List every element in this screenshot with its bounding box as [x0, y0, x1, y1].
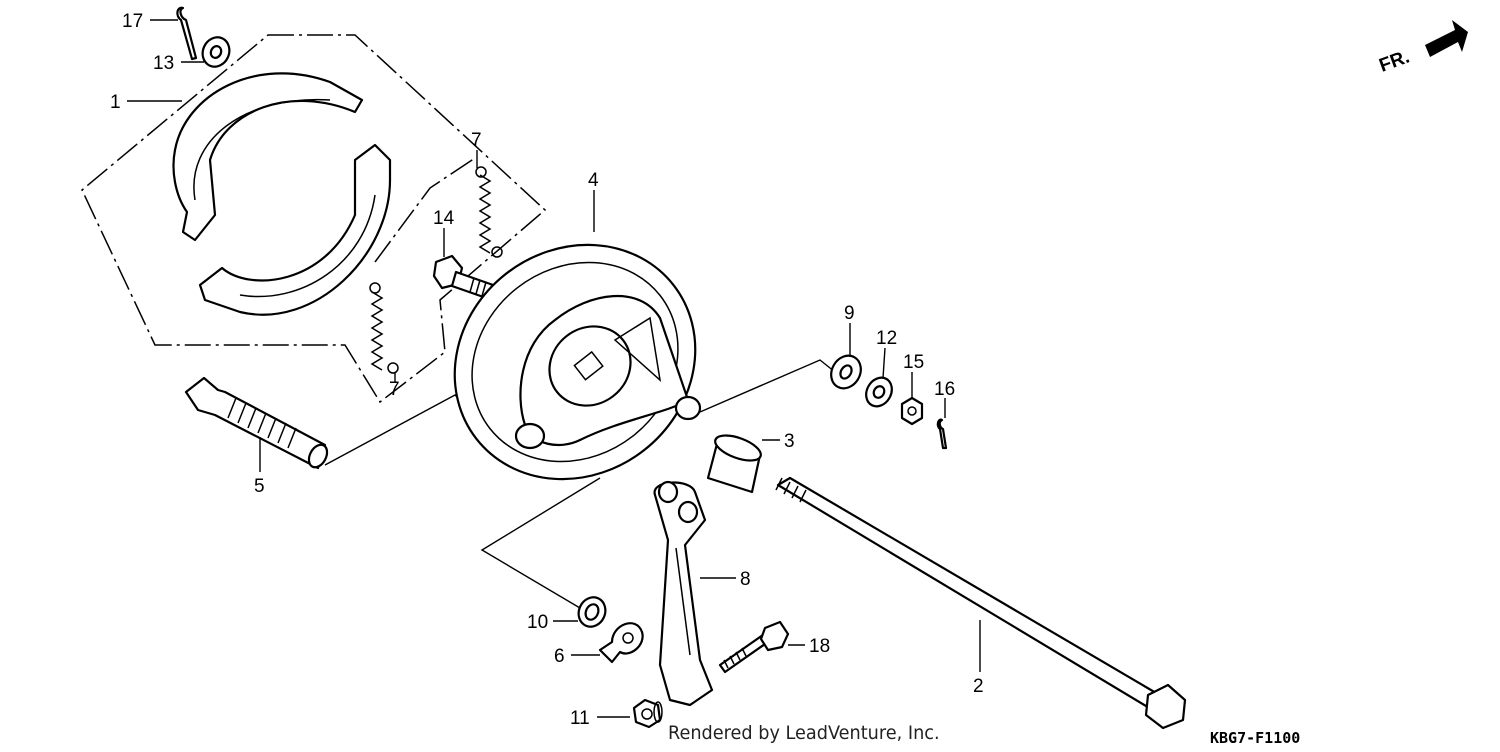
spring-7-lower — [369, 282, 399, 374]
diagram-code: KBG7-F1100 — [1210, 729, 1301, 747]
callout-18: 18 — [809, 636, 830, 657]
callout-13: 13 — [153, 53, 174, 74]
brake-shoes-1 — [172, 72, 392, 316]
cotter-pin-16 — [936, 418, 948, 450]
brake-panel-4 — [453, 243, 702, 481]
camshaft-connection-line — [324, 394, 471, 466]
callout-2: 2 — [973, 676, 984, 697]
callout-5: 5 — [254, 476, 265, 497]
bolt-18 — [718, 620, 790, 674]
callout-8: 8 — [740, 569, 751, 590]
collar-3 — [706, 434, 762, 494]
cotter-pin-17 — [176, 6, 198, 61]
brake-arm-8 — [653, 480, 714, 707]
watermark: Rendered by LeadVenture, Inc. — [668, 722, 940, 744]
callout-16: 16 — [934, 379, 955, 400]
front-arrow-label: FR. — [1377, 46, 1413, 76]
callout-15: 15 — [903, 352, 924, 373]
callout-10: 10 — [527, 612, 548, 633]
callout-12: 12 — [876, 328, 897, 349]
front-direction-arrow: FR. — [1377, 20, 1468, 77]
callout-3: 3 — [784, 431, 795, 452]
axle-2 — [775, 476, 1187, 730]
callout-leaders — [127, 19, 981, 718]
indicator-plate-6 — [598, 622, 644, 664]
washer-13 — [201, 36, 231, 68]
washer-9 — [830, 354, 862, 390]
callout-6: 6 — [554, 646, 565, 667]
washer-12 — [865, 376, 893, 408]
callout-9: 9 — [844, 303, 855, 324]
castle-nut-15 — [900, 396, 924, 426]
spring-7-upper — [475, 166, 503, 258]
callout-11: 11 — [570, 708, 590, 729]
callout-14: 14 — [433, 208, 455, 229]
plate-to-washer10-line — [480, 477, 601, 609]
callout-7-upper: 7 — [471, 130, 482, 151]
nut-11 — [632, 698, 663, 729]
callout-17: 17 — [122, 11, 143, 32]
callout-4: 4 — [588, 170, 599, 191]
plate-to-washer9-line — [699, 359, 836, 413]
callout-7-lower: 7 — [389, 379, 400, 400]
brake-camshaft-5 — [184, 376, 329, 470]
callout-1: 1 — [110, 92, 121, 113]
washer-10 — [577, 596, 607, 628]
brake-shoe-group-outline — [81, 34, 547, 404]
spring-group-outline — [374, 157, 476, 263]
